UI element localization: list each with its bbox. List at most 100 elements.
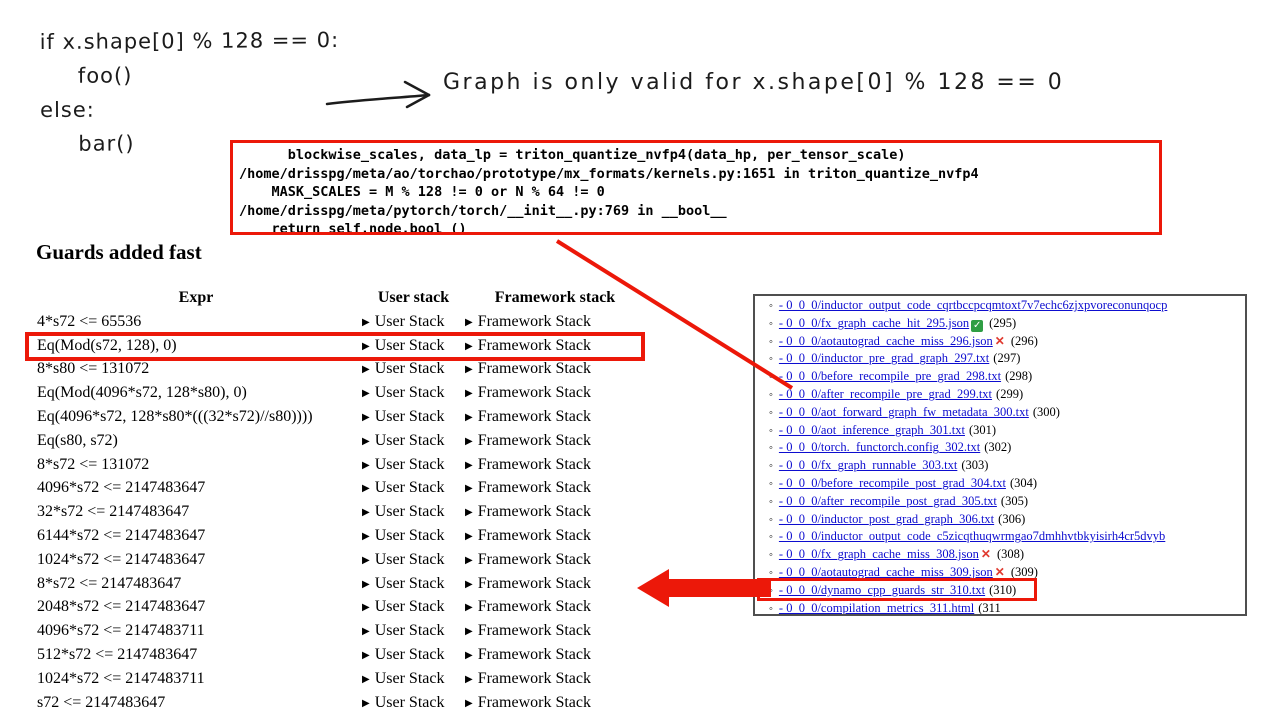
file-link[interactable]: - 0_0_0/dynamo_cpp_guards_str_310.txt [778,582,986,597]
framework-stack-toggle[interactable]: ▶Framework Stack [465,598,645,616]
guard-expr: 32*s72 <= 2147483647 [37,503,190,521]
user-stack-toggle[interactable]: ▶User Stack [362,598,465,616]
framework-stack-toggle[interactable]: ▶Framework Stack [465,503,645,521]
user-stack-toggle[interactable]: ▶User Stack [362,479,465,497]
file-list-item: ◦- 0_0_0/torch._functorch.config_302.txt… [769,439,1245,457]
file-number: (296) [1010,333,1038,348]
user-stack-toggle[interactable]: ▶User Stack [362,456,465,474]
framework-stack-toggle-label: Framework Stack [477,550,592,568]
guard-expr: 4096*s72 <= 2147483711 [37,622,205,640]
user-stack-toggle[interactable]: ▶User Stack [362,360,465,378]
guard-expr: Eq(Mod(4096*s72, 128*s80), 0) [37,384,247,402]
file-link[interactable]: - 0_0_0/before_recompile_pre_grad_298.tx… [778,369,1002,384]
disclosure-triangle-icon: ▶ [362,412,370,424]
framework-stack-toggle[interactable]: ▶Framework Stack [465,408,645,426]
file-number: (297) [993,351,1021,366]
framework-stack-toggle-label: Framework Stack [477,312,592,330]
file-link[interactable]: - 0_0_0/compilation_metrics_311.html [778,600,975,615]
user-stack-toggle[interactable]: ▶User Stack [362,622,465,640]
framework-stack-toggle[interactable]: ▶Framework Stack [465,575,645,593]
file-list-item: ◦ - 0_0_0/aotautograd_cache_miss_296.json… [769,333,1245,351]
file-link[interactable]: - 0_0_0/torch._functorch.config_302.txt [778,440,981,455]
disclosure-triangle-icon: ▶ [362,507,370,519]
file-link[interactable]: - 0_0_0/after_recompile_pre_grad_299.txt [778,386,993,401]
file-list-item: ◦- 0_0_0/inductor_output_code_c5zicqthuq… [769,528,1245,546]
file-number: (303) [961,458,989,473]
file-link[interactable]: - 0_0_0/aotautograd_cache_miss_309.json [778,564,993,579]
guard-expr: Eq(s80, s72) [37,431,118,449]
file-link[interactable]: - 0_0_0/fx_graph_cache_miss_308.json [778,547,979,562]
user-stack-toggle[interactable]: ▶User Stack [362,384,465,402]
user-stack-toggle-label: User Stack [374,455,445,473]
hollow-bullet-icon: ◦ [769,549,773,562]
file-link[interactable]: - 0_0_0/inductor_output_code_cqrtbccpcqm… [778,298,1168,312]
framework-stack-toggle[interactable]: ▶Framework Stack [465,313,645,331]
file-link[interactable]: - 0_0_0/inductor_pre_grad_graph_297.txt [778,351,990,366]
user-stack-toggle[interactable]: ▶User Stack [362,694,465,712]
framework-stack-toggle[interactable]: ▶Framework Stack [465,337,645,355]
guard-expr: 2048*s72 <= 2147483647 [37,598,206,616]
file-link[interactable]: - 0_0_0/aot_inference_graph_301.txt [778,422,965,437]
file-link[interactable]: - 0_0_0/inductor_post_grad_graph_306.txt [778,511,995,526]
framework-stack-toggle[interactable]: ▶Framework Stack [465,384,645,402]
file-link[interactable]: - 0_0_0/aotautograd_cache_miss_296.json [778,333,993,348]
disclosure-triangle-icon: ▶ [465,602,473,614]
disclosure-triangle-icon: ▶ [362,388,370,400]
hollow-bullet-icon: ◦ [769,335,773,348]
hollow-bullet-icon: ◦ [769,513,773,526]
framework-stack-toggle[interactable]: ▶Framework Stack [465,432,645,450]
user-stack-toggle[interactable]: ▶User Stack [362,313,465,331]
user-stack-toggle[interactable]: ▶User Stack [362,408,465,426]
framework-stack-toggle[interactable]: ▶Framework Stack [465,527,645,545]
user-stack-toggle[interactable]: ▶User Stack [362,646,465,664]
framework-stack-toggle[interactable]: ▶Framework Stack [465,551,645,569]
trace-file-list-box: ◦ - 0_0_0/inductor_output_code_cqrtbccpcq… [753,294,1247,616]
guards-heading: Guards added fast [36,240,202,264]
disclosure-triangle-icon: ▶ [362,578,370,590]
guard-expr: 512*s72 <= 2147483647 [37,646,198,664]
file-number: (305) [1000,493,1028,508]
framework-stack-toggle[interactable]: ▶Framework Stack [465,622,645,640]
file-link[interactable]: - 0_0_0/fx_graph_cache_hit_295.json [778,315,970,330]
user-stack-toggle[interactable]: ▶User Stack [362,503,465,521]
file-link[interactable]: - 0_0_0/aot_forward_graph_fw_metadata_30… [778,404,1029,419]
file-number: (301) [968,422,997,437]
disclosure-triangle-icon: ▶ [362,602,370,614]
user-stack-toggle-label: User Stack [374,693,445,711]
framework-stack-toggle[interactable]: ▶Framework Stack [465,694,645,712]
column-header-user-stack: User stack [377,289,450,306]
file-link[interactable]: - 0_0_0/before_recompile_post_grad_304.t… [778,475,1006,490]
table-row: 8*s72 <= 131072▶User Stack▶Framework Sta… [30,453,658,477]
file-link[interactable]: - 0_0_0/fx_graph_runnable_303.txt [778,458,958,473]
disclosure-triangle-icon: ▶ [465,340,473,352]
disclosure-triangle-icon: ▶ [362,626,370,638]
framework-stack-toggle-label: Framework Stack [477,455,592,473]
disclosure-triangle-icon: ▶ [362,364,370,376]
framework-stack-toggle[interactable]: ▶Framework Stack [465,479,645,497]
user-stack-toggle[interactable]: ▶User Stack [362,432,465,450]
column-header-framework-stack: Framework stack [494,289,616,306]
framework-stack-toggle-label: Framework Stack [477,574,592,592]
file-list-item: ◦- 0_0_0/compilation_metrics_311.html(31… [769,600,1245,615]
table-row: 1024*s72 <= 2147483711▶User Stack▶Framew… [30,667,658,691]
user-stack-toggle-label: User Stack [374,312,445,330]
file-link[interactable]: - 0_0_0/inductor_output_code_c5zicqthuqw… [778,529,1166,544]
disclosure-triangle-icon: ▶ [465,507,473,519]
framework-stack-toggle[interactable]: ▶Framework Stack [465,646,645,664]
guard-expr: Eq(4096*s72, 128*s80*(((32*s72)//s80)))) [37,408,313,426]
user-stack-toggle[interactable]: ▶User Stack [362,551,465,569]
graph-valid-note: Graph is only valid for x.shape[0] % 128… [443,70,1065,95]
framework-stack-toggle[interactable]: ▶Framework Stack [465,670,645,688]
file-link[interactable]: - 0_0_0/after_recompile_post_grad_305.tx… [778,493,997,508]
handwritten-code-line: if x.shape[0] % 128 == 0: [39,27,340,55]
hollow-bullet-icon: ◦ [769,584,773,597]
file-list-item: ◦- 0_0_0/after_recompile_pre_grad_299.tx… [769,386,1245,404]
user-stack-toggle[interactable]: ▶User Stack [362,337,465,355]
user-stack-toggle[interactable]: ▶User Stack [362,670,465,688]
framework-stack-toggle[interactable]: ▶Framework Stack [465,456,645,474]
framework-stack-toggle[interactable]: ▶Framework Stack [465,360,645,378]
disclosure-triangle-icon: ▶ [362,531,370,543]
user-stack-toggle[interactable]: ▶User Stack [362,575,465,593]
user-stack-toggle[interactable]: ▶User Stack [362,527,465,545]
